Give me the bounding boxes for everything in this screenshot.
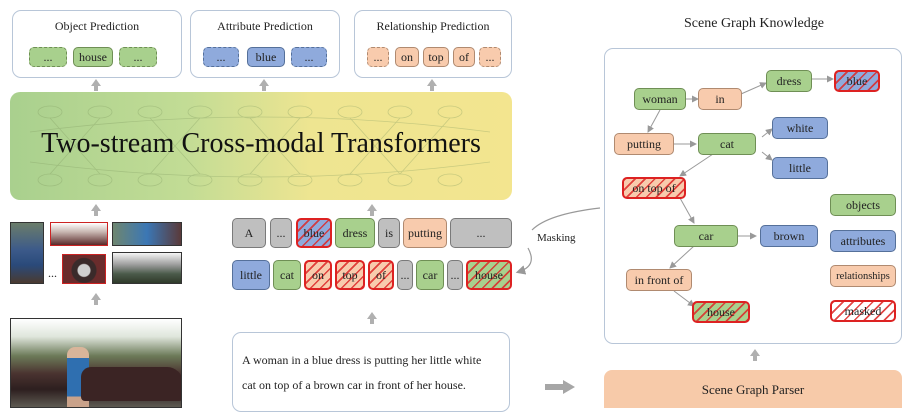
transformer-block: Two-stream Cross-modal Transformers [10,92,512,200]
relationship-prediction-title: Relationship Prediction [376,19,490,33]
relation-token-of: of [453,47,475,67]
arrow-up-photo [91,293,101,305]
relation-token-ellipsis-2: ... [479,47,501,67]
masking-label: Masking [537,232,576,244]
token-house-masked: house [466,260,512,290]
region-crop-wheel [62,254,106,284]
token-little: little [232,260,270,290]
attribute-prediction-title: Attribute Prediction [217,19,313,33]
node-little: little [772,157,828,179]
arrow-up-image-regions [91,204,101,216]
legend-masked: masked [830,300,896,322]
node-in: in [698,88,742,110]
object-token-house: house [73,47,113,67]
node-on-top-of-masked: on top of [622,177,686,199]
object-prediction-title: Object Prediction [54,19,140,33]
object-prediction-panel: Object Prediction ... house ... [12,10,182,78]
region-ellipsis: ... [48,266,57,280]
node-dress: dress [766,70,812,92]
node-brown: brown [760,225,818,247]
node-house-masked: house [692,301,750,323]
token-top-masked: top [335,260,365,290]
relation-token-ellipsis-1: ... [367,47,389,67]
token-ellipsis-2: ... [450,218,512,248]
relation-token-on: on [395,47,419,67]
token-putting: putting [403,218,447,248]
masking-arrow [515,207,601,275]
attribute-token-blue: blue [247,47,285,67]
token-of-masked: of [368,260,394,290]
scene-graph-edges [647,75,834,307]
transformer-network-pattern [29,105,491,187]
node-in-front-of: in front of [626,269,692,291]
node-white: white [772,117,828,139]
arrow-right-to-parser [545,380,575,394]
node-putting: putting [614,133,674,155]
arrow-up-parser [750,349,760,361]
sentence-line-2: cat on top of a brown car in front of he… [242,378,466,392]
legend-objects: objects [830,194,896,216]
node-cat: cat [698,133,756,155]
scene-graph-title: Scene Graph Knowledge [684,16,824,31]
legend-relationships: relationships [830,265,896,287]
arrow-up-sentence [367,312,377,324]
scene-graph-parser: Scene Graph Parser [604,370,902,408]
input-image [10,318,182,408]
token-dress: dress [335,218,375,248]
node-woman: woman [634,88,686,110]
arrow-up-text-tokens [367,204,377,216]
token-cat: cat [273,260,301,290]
token-a: A [232,218,266,248]
arrow-up-relationship [427,79,437,91]
arrow-up-attribute [259,79,269,91]
token-blue-masked: blue [296,218,332,248]
region-crop-woman [10,222,44,284]
object-token-ellipsis-2: ... [119,47,157,67]
sentence-box: A woman in a blue dress is putting her l… [232,332,510,412]
token-ellipsis-3: ... [397,260,413,290]
photo-car [81,367,181,401]
node-blue-masked: blue [834,70,880,92]
sentence-line-1: A woman in a blue dress is putting her l… [242,353,482,367]
relation-token-top: top [423,47,449,67]
attribute-token-ellipsis-1: ... [203,47,239,67]
parser-label: Scene Graph Parser [701,382,805,397]
region-crop-car [50,222,108,246]
token-ellipsis-4: ... [447,260,463,290]
token-car: car [416,260,444,290]
node-car: car [674,225,738,247]
region-crop-house [112,252,182,284]
attribute-token-ellipsis-2: ... [291,47,327,67]
token-ellipsis-1: ... [270,218,292,248]
relationship-prediction-panel: Relationship Prediction ... on top of ..… [354,10,512,78]
transformer-label: Two-stream Cross-modal Transformers [41,128,481,159]
token-is: is [378,218,400,248]
token-on-masked: on [304,260,332,290]
object-token-ellipsis-1: ... [29,47,67,67]
attribute-prediction-panel: Attribute Prediction ... blue ... [190,10,340,78]
arrow-up-object [91,79,101,91]
region-crop-dress [112,222,182,246]
legend-attributes: attributes [830,230,896,252]
